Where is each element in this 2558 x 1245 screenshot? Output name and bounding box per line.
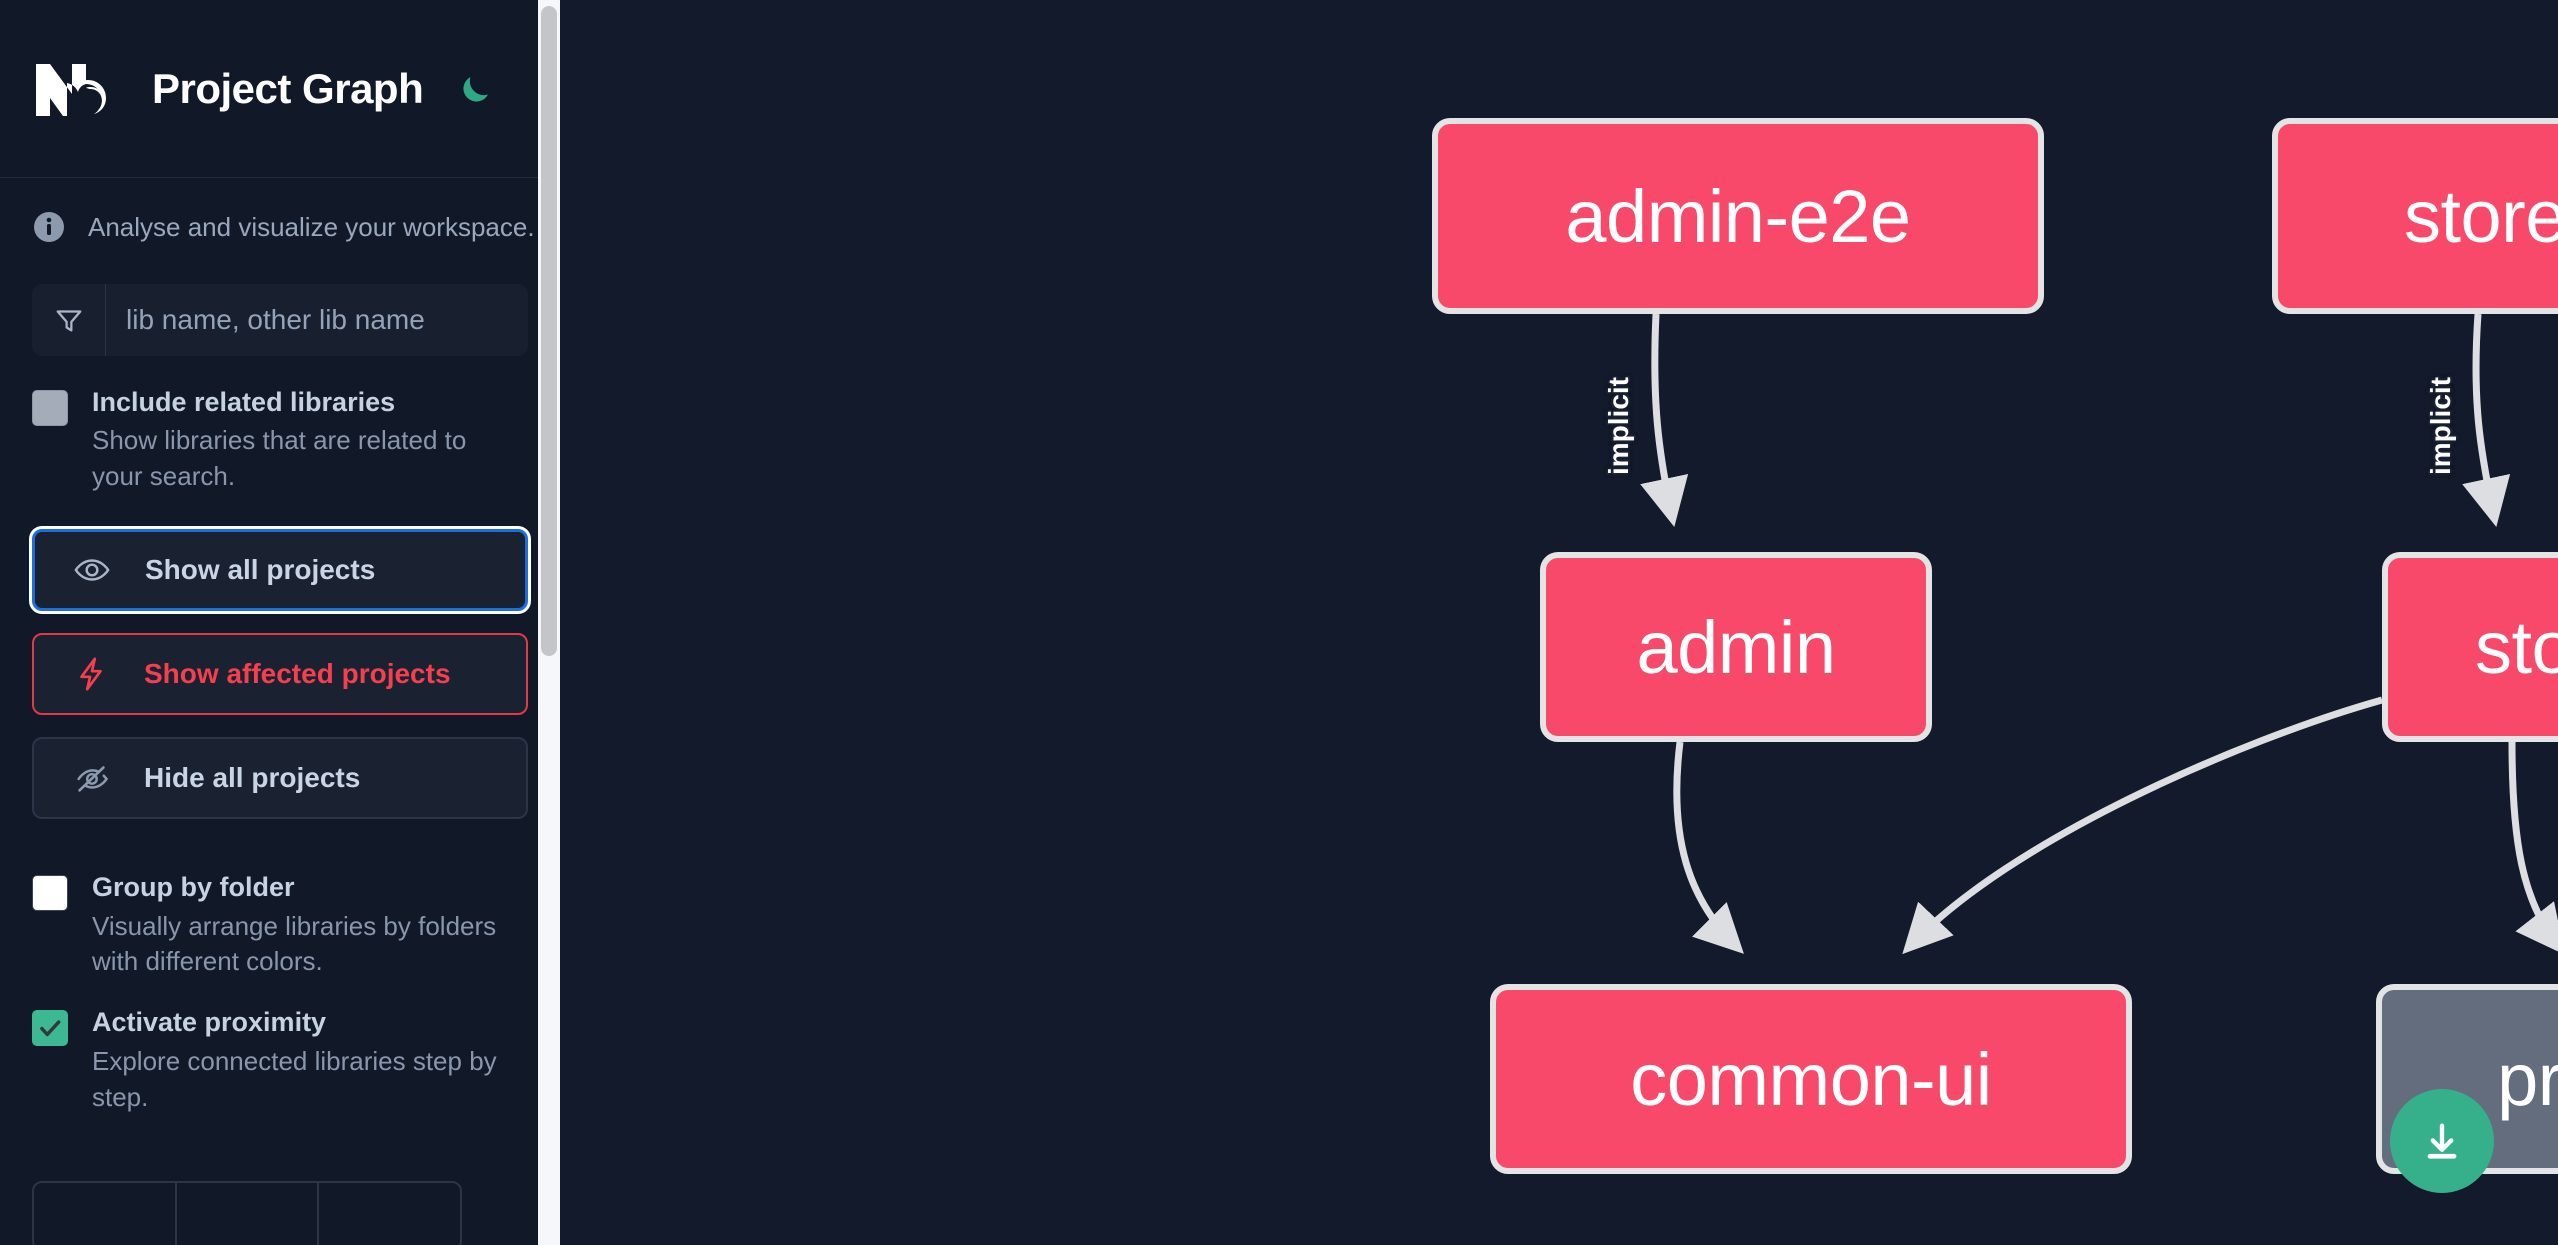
activate-proximity-description: Explore connected libraries step by step…	[92, 1045, 497, 1112]
moon-icon[interactable]	[453, 66, 499, 112]
proximity-segmented-control[interactable]	[32, 1181, 462, 1245]
graph-node-label: admin	[1636, 605, 1836, 689]
proximity-segment-3[interactable]	[319, 1183, 460, 1245]
edge-store-to-common-ui	[1902, 696, 2383, 955]
nx-logo-icon	[32, 58, 124, 120]
option-group-by-folder[interactable]: Group by folder Visually arrange librari…	[0, 841, 560, 980]
proximity-segment-2[interactable]	[177, 1183, 320, 1245]
page-title: Project Graph	[152, 64, 424, 112]
edge-label-store-implicit: implicit	[2425, 376, 2457, 476]
info-icon	[32, 210, 66, 244]
group-by-folder-checkbox[interactable]	[32, 875, 68, 912]
graph-node-label: store	[2474, 605, 2558, 689]
graph-canvas[interactable]: admin-e2e store-e2e admin store common-u…	[560, 0, 2558, 1245]
download-graph-button[interactable]	[2390, 1089, 2494, 1193]
include-related-checkbox[interactable]	[32, 390, 68, 426]
sidebar-header: Project Graph	[0, 0, 560, 178]
sidebar: Project Graph Analyse and visualize your…	[0, 0, 560, 1245]
search-section	[0, 258, 560, 356]
activate-proximity-label: Activate proximity	[92, 1007, 327, 1038]
show-all-projects-label: Show all projects	[145, 554, 376, 586]
check-icon	[40, 1020, 61, 1037]
proximity-segment-1[interactable]	[34, 1183, 177, 1245]
download-icon	[2427, 1123, 2457, 1159]
hide-all-projects-button[interactable]: Hide all projects	[32, 737, 528, 820]
eye-off-icon	[70, 757, 112, 799]
filter-icon	[32, 284, 106, 356]
show-affected-projects-label: Show affected projects	[144, 658, 451, 690]
edge-admin-to-common-ui	[1673, 741, 1744, 954]
graph-node-admin-e2e[interactable]: admin-e2e	[1432, 118, 2044, 314]
hide-all-projects-label: Hide all projects	[144, 762, 361, 794]
option-activate-proximity[interactable]: Activate proximity Explore connected lib…	[0, 980, 560, 1115]
edge-label-admin-implicit: implicit	[1603, 376, 1635, 476]
edge-store-e2e-to-store	[2462, 313, 2511, 527]
graph-node-label: products	[2497, 1037, 2558, 1121]
option-include-related[interactable]: Include related libraries Show libraries…	[0, 356, 560, 495]
graph-node-admin[interactable]: admin	[1540, 552, 1932, 742]
activate-proximity-checkbox[interactable]	[32, 1010, 68, 1047]
graph-node-label: store-e2e	[2403, 174, 2558, 258]
graph-node-label: admin-e2e	[1565, 174, 1911, 258]
graph-node-common-ui[interactable]: common-ui	[1490, 984, 2132, 1174]
edge-admin-e2e-to-admin	[1640, 313, 1689, 527]
tagline-text: Analyse and visualize your workspace.	[88, 211, 535, 242]
graph-node-label: common-ui	[1630, 1037, 1992, 1121]
search-box[interactable]	[32, 284, 528, 356]
graph-node-store-e2e[interactable]: store-e2e	[2272, 118, 2558, 314]
sidebar-scrollbar-thumb[interactable]	[541, 6, 557, 656]
eye-icon	[71, 549, 113, 591]
graph-node-store[interactable]: store	[2382, 552, 2558, 742]
include-related-label: Include related libraries	[92, 387, 396, 417]
show-affected-projects-button[interactable]: Show affected projects	[32, 633, 528, 716]
sidebar-scrollbar[interactable]	[538, 0, 560, 1245]
search-input[interactable]	[106, 284, 528, 356]
lightning-icon	[70, 653, 112, 695]
graph-edges	[1640, 313, 2558, 955]
tagline: Analyse and visualize your workspace.	[0, 178, 560, 258]
group-by-folder-label: Group by folder	[92, 872, 295, 903]
show-all-projects-button[interactable]: Show all projects	[32, 529, 528, 612]
group-by-folder-description: Visually arrange libraries by folders wi…	[92, 910, 497, 977]
edge-store-to-products	[2508, 741, 2558, 955]
include-related-description: Show libraries that are related to your …	[92, 425, 467, 492]
visibility-buttons: Show all projects Show affected projects	[0, 495, 560, 820]
